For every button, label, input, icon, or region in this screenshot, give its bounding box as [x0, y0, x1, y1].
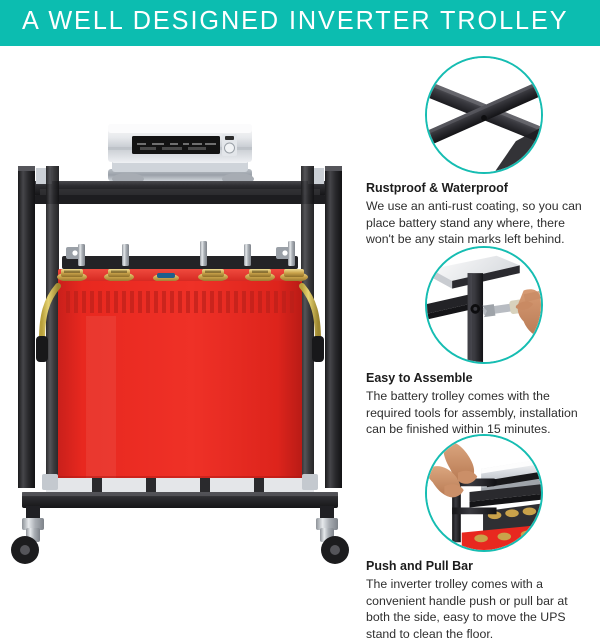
feature-block-rustproof: Rustproof & Waterproof We use an anti-ru… — [360, 52, 600, 248]
wrench-assembly-photo — [425, 246, 543, 364]
frame-crossbar-photo — [425, 56, 543, 174]
base-frame — [22, 474, 338, 522]
feature-body: We use an anti-rust coating, so you can … — [366, 199, 582, 246]
header-banner: A WELL DESIGNED INVERTER TROLLEY — [0, 0, 600, 46]
feature-heading: Easy to Assemble — [366, 371, 473, 385]
feature-photo-wrap — [360, 52, 600, 180]
push-pull-bar-photo — [425, 434, 543, 552]
battery — [57, 241, 308, 488]
battery-cables — [36, 283, 324, 362]
caster-wheels — [11, 518, 349, 564]
feature-heading: Rustproof & Waterproof — [366, 181, 508, 195]
page-title: A WELL DESIGNED INVERTER TROLLEY — [22, 5, 569, 35]
battery-terminals — [57, 269, 308, 283]
feature-body: The inverter trolley comes with a conven… — [366, 577, 568, 641]
feature-block-assembly: Easy to Assemble The battery trolley com… — [360, 242, 600, 438]
product-photo — [0, 48, 360, 600]
feature-block-pushpull: Push and Pull Bar The inverter trolley c… — [360, 430, 600, 642]
feature-body: The battery trolley comes with the requi… — [366, 389, 578, 436]
feature-heading: Push and Pull Bar — [366, 559, 473, 573]
frame-posts — [18, 166, 342, 488]
inverter-unit — [108, 124, 254, 185]
feature-photo-wrap — [360, 242, 600, 370]
feature-photo-wrap — [360, 430, 600, 558]
